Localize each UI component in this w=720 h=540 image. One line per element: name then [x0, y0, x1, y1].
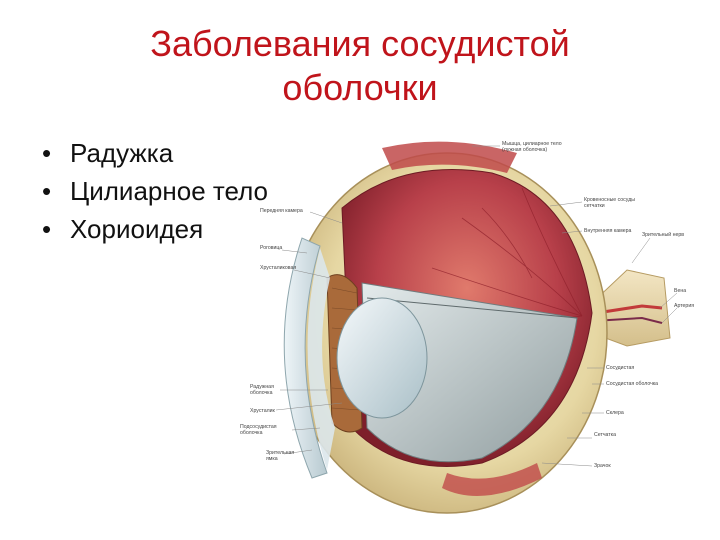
bullet-item: •Радужка: [40, 134, 268, 172]
svg-text:Сосудистая оболочка: Сосудистая оболочка: [606, 381, 658, 387]
svg-text:ямка: ямка: [266, 456, 278, 462]
svg-text:оболочка: оболочка: [250, 390, 273, 396]
svg-text:Мышца, цилиарное тело: Мышца, цилиарное тело: [502, 141, 562, 147]
svg-text:Зрительный нерв: Зрительный нерв: [642, 231, 684, 238]
cornea: [283, 237, 328, 479]
svg-text:Артерия: Артерия: [674, 303, 694, 309]
bottom-muscle: [442, 463, 542, 496]
svg-text:оболочка: оболочка: [240, 430, 263, 436]
svg-text:Радужная: Радужная: [250, 384, 274, 390]
bullet-dot-icon: •: [42, 176, 52, 206]
bullet-item: •Цилиарное тело: [40, 172, 268, 210]
svg-text:(лужная оболочка): (лужная оболочка): [502, 147, 547, 153]
bullet-dot-icon: •: [42, 214, 52, 244]
svg-text:Сетчатка: Сетчатка: [594, 432, 616, 438]
svg-text:Хрусталиковая: Хрусталиковая: [260, 265, 296, 271]
title-line-2: оболочки: [282, 67, 438, 108]
svg-text:Кровеносные сосуды: Кровеносные сосуды: [584, 197, 635, 203]
svg-text:Хрусталик: Хрусталик: [250, 408, 276, 414]
anterior-chamber: [307, 248, 335, 470]
title-line-1: Заболевания сосудистой: [150, 23, 570, 64]
lens: [336, 297, 428, 419]
svg-text:Сосудистая: Сосудистая: [606, 365, 634, 371]
bullet-list: •Радужка •Цилиарное тело •Хориоидея: [40, 134, 268, 248]
svg-text:Передняя камера: Передняя камера: [260, 208, 303, 214]
svg-text:Зрачок: Зрачок: [594, 463, 611, 469]
annotation-labels: Мышца, цилиарное тело (лужная оболочка) …: [240, 141, 694, 469]
bullet-dot-icon: •: [42, 138, 52, 168]
eye-anatomy-illustration: Мышца, цилиарное тело (лужная оболочка) …: [240, 141, 694, 514]
slide-title: Заболевания сосудистой оболочки: [60, 22, 660, 110]
svg-text:сетчатки: сетчатки: [584, 203, 605, 209]
svg-text:Вена: Вена: [674, 288, 686, 294]
top-muscle: [382, 141, 517, 173]
svg-text:Зрительная: Зрительная: [266, 450, 294, 456]
bullet-item: •Хориоидея: [40, 210, 268, 248]
svg-text:Склера: Склера: [606, 410, 624, 416]
svg-text:Внутренняя камера: Внутренняя камера: [584, 228, 631, 234]
svg-text:Роговица: Роговица: [260, 245, 282, 251]
svg-text:Подсосудистая: Подсосудистая: [240, 424, 277, 430]
